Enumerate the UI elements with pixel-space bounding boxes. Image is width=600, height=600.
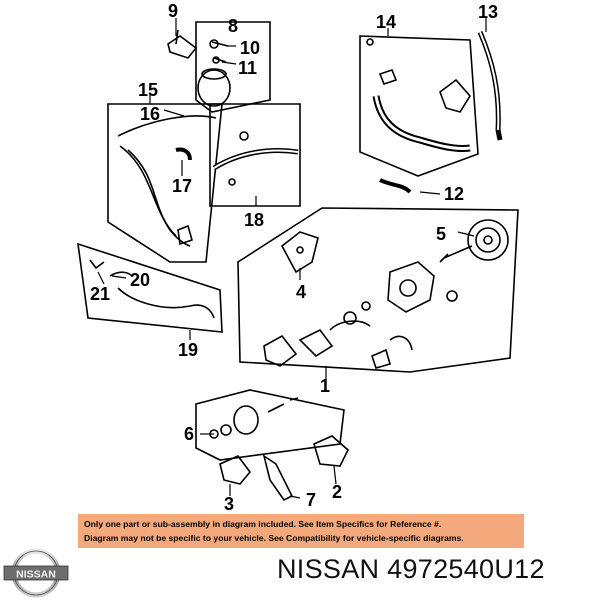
parts-diagram: 9 8 10 11 14 13 15 16 17 18 12 5 4 20 21… — [77, 1, 519, 512]
callout-14: 14 — [376, 12, 396, 32]
callout-7: 7 — [306, 490, 316, 510]
frame-group-15 — [107, 103, 223, 263]
callout-1: 1 — [320, 376, 330, 396]
leader-lines — [97, 18, 487, 499]
callout-18: 18 — [244, 210, 264, 230]
part-5-pulley — [467, 219, 509, 261]
callout-12: 12 — [444, 184, 464, 204]
part-4-bracket — [280, 231, 319, 274]
callout-9: 9 — [168, 1, 178, 21]
frame-group-6 — [195, 389, 345, 461]
part-6-assembly — [233, 405, 259, 435]
callout-21: 21 — [90, 284, 110, 304]
nissan-logo: NISSAN — [3, 548, 69, 598]
notice-line-2: Diagram may not be specific to your vehi… — [84, 533, 464, 543]
part-1-pump — [387, 261, 435, 313]
callout-10: 10 — [240, 38, 260, 58]
frame-group-19 — [77, 242, 223, 333]
callout-19: 19 — [178, 340, 198, 360]
callout-5: 5 — [436, 224, 446, 244]
part-number-title: NISSAN 4972540U12 — [277, 554, 545, 584]
frame-group-1 — [237, 207, 519, 373]
part-15-16-lines — [117, 115, 217, 247]
logo-text: NISSAN — [16, 569, 56, 581]
callout-16: 16 — [140, 104, 160, 124]
callout-20: 20 — [130, 270, 150, 290]
callout-15: 15 — [138, 80, 158, 100]
callout-2: 2 — [332, 482, 342, 502]
frame-group-18 — [209, 103, 301, 207]
callout-13: 13 — [478, 2, 498, 22]
callout-3: 3 — [224, 494, 234, 512]
frame-group-8 — [195, 21, 271, 113]
notice-line-1: Only one part or sub-assembly in diagram… — [84, 519, 442, 529]
part-13-hose — [477, 31, 503, 141]
part-3-bracket — [219, 455, 252, 485]
part-9-bracket — [167, 29, 198, 59]
callout-8: 8 — [228, 16, 238, 36]
part-7-bracket — [262, 454, 294, 502]
frame-group-14 — [359, 35, 479, 177]
callout-17: 17 — [172, 176, 192, 196]
part-2-bracket — [313, 435, 349, 467]
callout-6: 6 — [184, 424, 194, 444]
part-19-20-21-hoses — [89, 259, 215, 319]
callout-4: 4 — [296, 282, 306, 302]
part-8-reservoir — [197, 69, 231, 107]
callout-11: 11 — [238, 58, 257, 78]
part-12-hose — [379, 178, 412, 194]
compatibility-notice: Only one part or sub-assembly in diagram… — [78, 514, 524, 548]
